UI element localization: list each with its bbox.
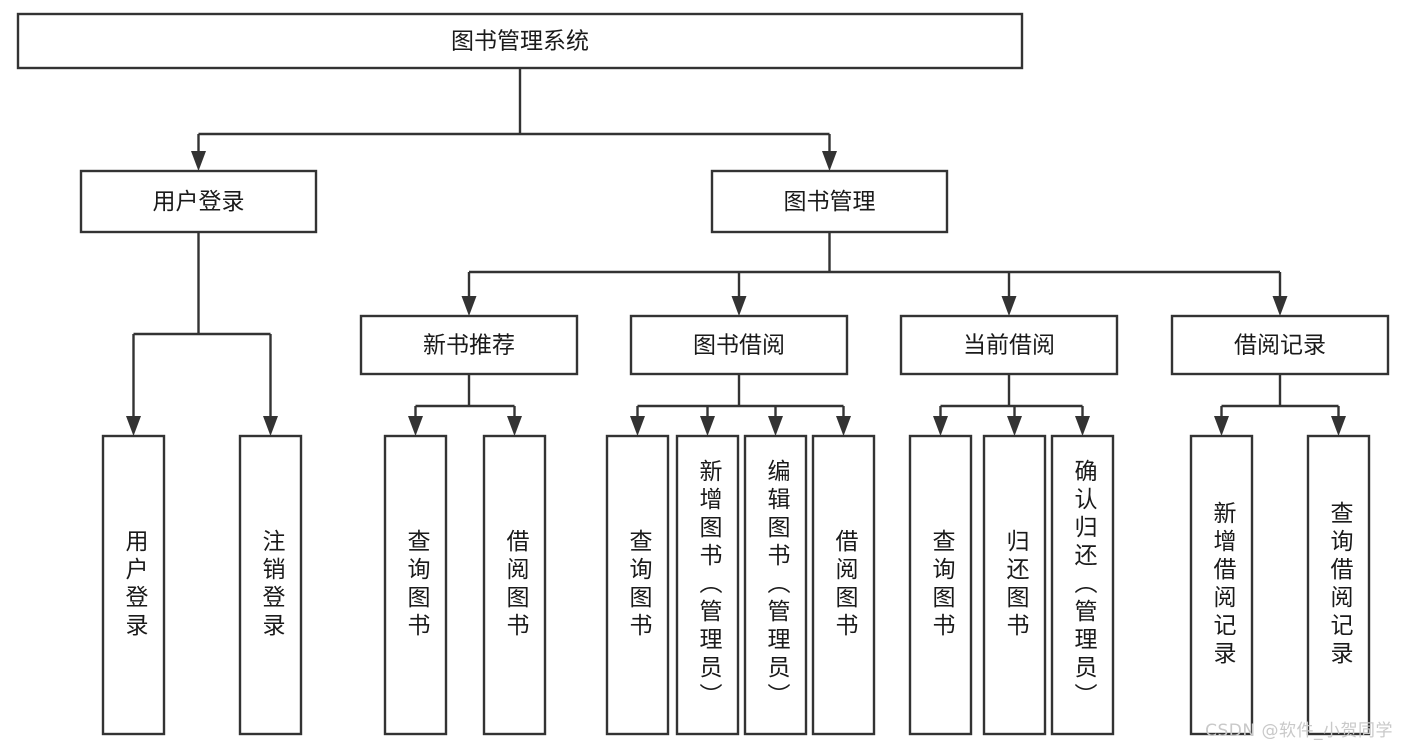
node-label-root: 图书管理系统 [451,29,589,55]
node-leaf-rec-1[interactable] [1189,434,1254,736]
node-leaf-new-1[interactable] [383,434,448,736]
node-login[interactable] [79,169,318,234]
node-records[interactable] [1170,314,1390,376]
node-label-bookmgmt: 图书管理 [784,189,876,215]
node-leaf-cur-3[interactable] [1050,434,1115,736]
node-borrow[interactable] [629,314,849,376]
node-leaf-new-2[interactable] [482,434,547,736]
node-label-borrow: 图书借阅 [693,333,785,359]
node-leaf-borrow-1[interactable] [605,434,670,736]
node-leaf-login-2[interactable] [238,434,303,736]
node-label-current: 当前借阅 [963,333,1055,359]
node-leaf-login-1[interactable] [101,434,166,736]
node-leaf-cur-2[interactable] [982,434,1047,736]
node-label-login: 用户登录 [153,189,245,215]
node-root[interactable] [16,12,1024,70]
node-label-newbook: 新书推荐 [423,333,515,359]
node-bookmgmt[interactable] [710,169,949,234]
node-current[interactable] [899,314,1119,376]
csdn-watermark: CSDN @软件_小贺同学 [1205,721,1393,741]
node-label-records: 借阅记录 [1234,333,1326,359]
node-leaf-cur-1[interactable] [908,434,973,736]
node-leaf-borrow-4[interactable] [811,434,876,736]
node-newbook[interactable] [359,314,579,376]
node-leaf-rec-2[interactable] [1306,434,1371,736]
node-leaf-borrow-2[interactable] [675,434,740,736]
edge-layer [126,68,1346,436]
node-leaf-borrow-3[interactable] [743,434,808,736]
node-box-layer [16,12,1390,736]
